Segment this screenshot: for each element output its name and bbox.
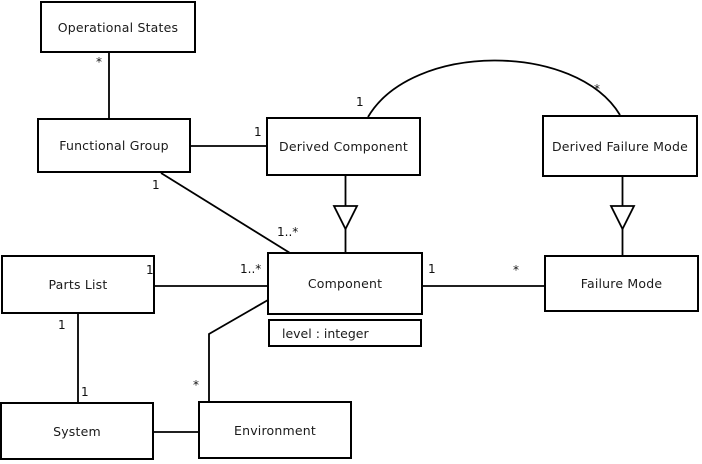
class-box-system[interactable]: System: [0, 402, 154, 460]
generalization-triangle-icon: [609, 205, 636, 232]
multiplicity-label: 1..*: [277, 225, 299, 239]
class-name-label: System: [53, 423, 101, 439]
multiplicity-label: *: [96, 55, 102, 69]
class-box-failure-mode[interactable]: Failure Mode: [544, 255, 699, 312]
class-box-component[interactable]: Component: [267, 252, 423, 315]
class-name-label: Functional Group: [59, 138, 169, 153]
multiplicity-label: 1: [428, 262, 436, 276]
class-name-label: Derived Component: [279, 139, 408, 154]
multiplicity-label: 1: [356, 95, 364, 109]
multiplicity-label: *: [193, 378, 199, 392]
multiplicity-label: 1..*: [240, 262, 262, 276]
multiplicity-label: *: [513, 263, 519, 277]
class-attribute-label: level : integer: [282, 325, 369, 341]
class-name-label: Derived Failure Mode: [551, 138, 689, 154]
class-box-derived-component[interactable]: Derived Component: [266, 117, 421, 176]
class-box-functional-group[interactable]: Functional Group: [37, 118, 191, 173]
multiplicity-label: 1: [58, 318, 66, 332]
class-box-derived-failure-mode[interactable]: Derived Failure Mode: [542, 115, 698, 177]
multiplicity-label: 1: [254, 125, 262, 139]
class-name-label: Failure Mode: [580, 276, 663, 291]
edge-derived-component-derived-failure-mode-arc: [367, 59, 621, 118]
multiplicity-label: 1: [152, 178, 160, 192]
class-box-parts-list[interactable]: Parts List: [1, 255, 155, 314]
class-name-label: Component: [307, 276, 383, 291]
class-attribute-compartment-component[interactable]: level : integer: [268, 319, 422, 347]
class-name-label: Operational States: [57, 19, 179, 35]
class-name-label: Environment: [233, 422, 317, 438]
multiplicity-label: *: [594, 82, 600, 96]
multiplicity-label: 1: [146, 263, 154, 277]
generalization-triangle-icon: [332, 205, 359, 232]
edge-functional-group-component: [160, 172, 291, 254]
class-box-environment[interactable]: Environment: [198, 401, 352, 459]
class-name-label: Parts List: [48, 277, 108, 292]
class-box-operational-states[interactable]: Operational States: [40, 1, 196, 53]
multiplicity-label: 1: [81, 385, 89, 399]
edge-component-environment: [208, 299, 269, 401]
